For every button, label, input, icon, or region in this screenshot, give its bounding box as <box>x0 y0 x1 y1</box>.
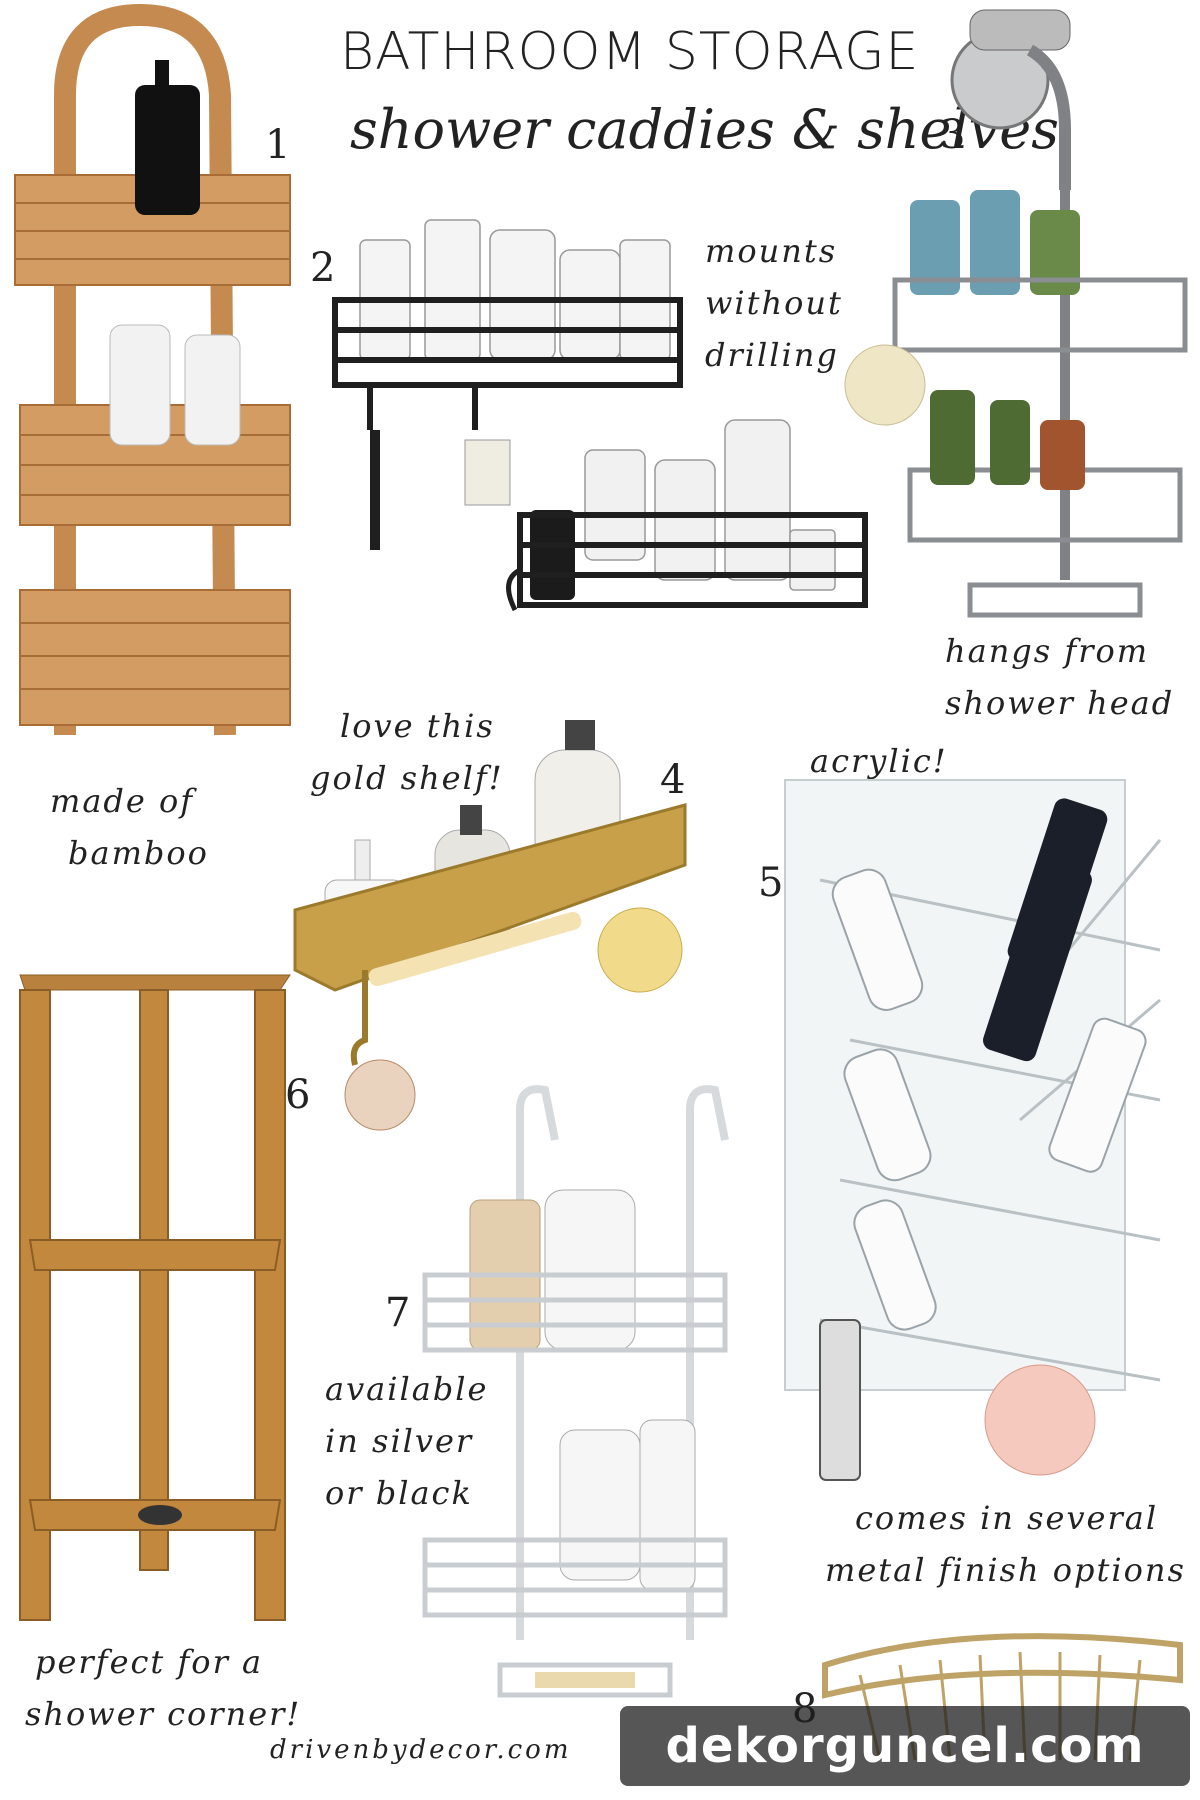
product-number-4: 4 <box>660 757 686 803</box>
product-8-caption: comes in several metal finish options <box>825 1492 1186 1596</box>
caption-line: gold shelf! <box>310 759 504 797</box>
caption-line: without <box>705 284 843 322</box>
site-credit: drivenbydecor.com <box>270 1735 572 1765</box>
silver-caddy-illustration <box>422 1085 729 1698</box>
product-number-3: 3 <box>940 112 966 158</box>
caption-line: love this <box>340 707 495 745</box>
product-4-caption: love this gold shelf! <box>310 700 504 804</box>
product-number-7: 7 <box>385 1290 411 1336</box>
product-2-caption: mounts without drilling <box>705 225 843 381</box>
product-5-caption: acrylic! <box>810 735 948 787</box>
acrylic-shelf-illustration <box>784 779 1162 1481</box>
caption-line: shower corner! <box>25 1695 302 1733</box>
caption-line: bamboo <box>68 834 209 872</box>
product-number-2: 2 <box>310 245 336 291</box>
product-number-6: 6 <box>285 1072 311 1118</box>
product-number-1: 1 <box>265 122 291 168</box>
caption-line: made of <box>50 782 195 820</box>
watermark-banner: dekorguncel.com <box>620 1706 1190 1786</box>
bamboo-caddy-illustration <box>14 3 291 736</box>
caption-line: perfect for a <box>35 1643 264 1681</box>
caption-line: hangs from <box>945 632 1150 670</box>
caption-line: mounts <box>705 232 838 270</box>
chrome-caddy-illustration <box>844 9 1188 618</box>
product-1-caption: made of bamboo <box>50 775 209 879</box>
caption-line: or black <box>325 1474 473 1512</box>
product-6-caption: perfect for a shower corner! <box>25 1636 301 1740</box>
product-7-caption: available in silver or black <box>325 1363 488 1519</box>
page-title: BATHROOM STORAGE <box>340 22 920 82</box>
caption-line: shower head <box>945 684 1175 722</box>
caption-line: metal finish options <box>825 1551 1186 1589</box>
teak-corner-shelf-illustration <box>19 974 291 1621</box>
caption-line: in silver <box>325 1422 474 1460</box>
product-3-caption: hangs from shower head <box>945 625 1174 729</box>
black-basket-illustration <box>332 219 868 612</box>
product-number-5: 5 <box>758 860 784 906</box>
caption-line: acrylic! <box>810 742 948 780</box>
caption-line: drilling <box>705 336 839 374</box>
gold-shelf-illustration <box>293 720 687 1131</box>
caption-line: available <box>325 1370 489 1408</box>
page-subtitle: shower caddies & shelves <box>350 98 1059 161</box>
caption-line: comes in several <box>855 1499 1159 1537</box>
